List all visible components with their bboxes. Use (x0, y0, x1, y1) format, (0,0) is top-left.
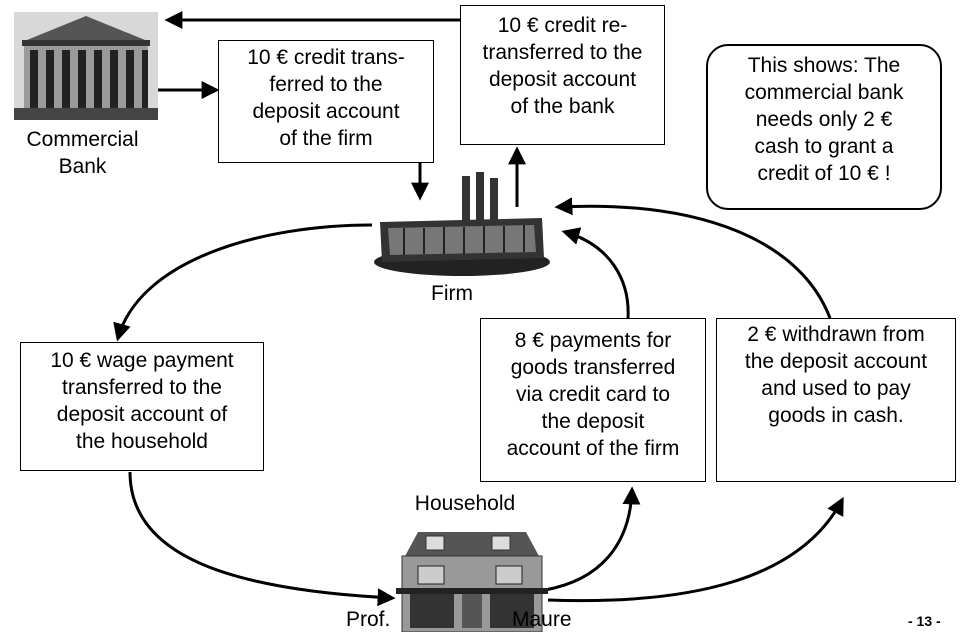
wage-payment-box: 10 € wage payment transferred to the dep… (20, 342, 264, 471)
household-label: Household (414, 492, 516, 515)
card-payments-box: 8 € payments for goods transferred via c… (480, 318, 706, 482)
arrow-card-box-to-firm (561, 227, 630, 319)
arrow-firm-to-household-box (113, 223, 373, 342)
house-icon (396, 532, 548, 632)
footer-right-text: Maure (512, 608, 572, 631)
bank-label: Commercial Bank (26, 128, 139, 178)
credit-retransferred-box: 10 € credit re- transferred to the depos… (460, 5, 665, 145)
page-number: - 13 - (908, 613, 941, 629)
bank-building-icon (14, 12, 158, 120)
note-box: This shows: The commercial bank needs on… (706, 44, 942, 210)
cash-withdrawn-box: 2 € withdrawn from the deposit account a… (716, 318, 956, 482)
factory-icon (374, 172, 550, 276)
firm-label: Firm (431, 282, 473, 305)
arrow-wage-to-household (128, 471, 396, 607)
arrow-cash-box-to-firm (554, 197, 832, 319)
credit-transferred-box: 10 € credit trans- ferred to the deposit… (218, 40, 434, 163)
arrow-household-to-card-box (544, 486, 641, 592)
footer-left-text: Prof. (346, 608, 391, 631)
arrow-household-to-cash-box (547, 496, 844, 603)
